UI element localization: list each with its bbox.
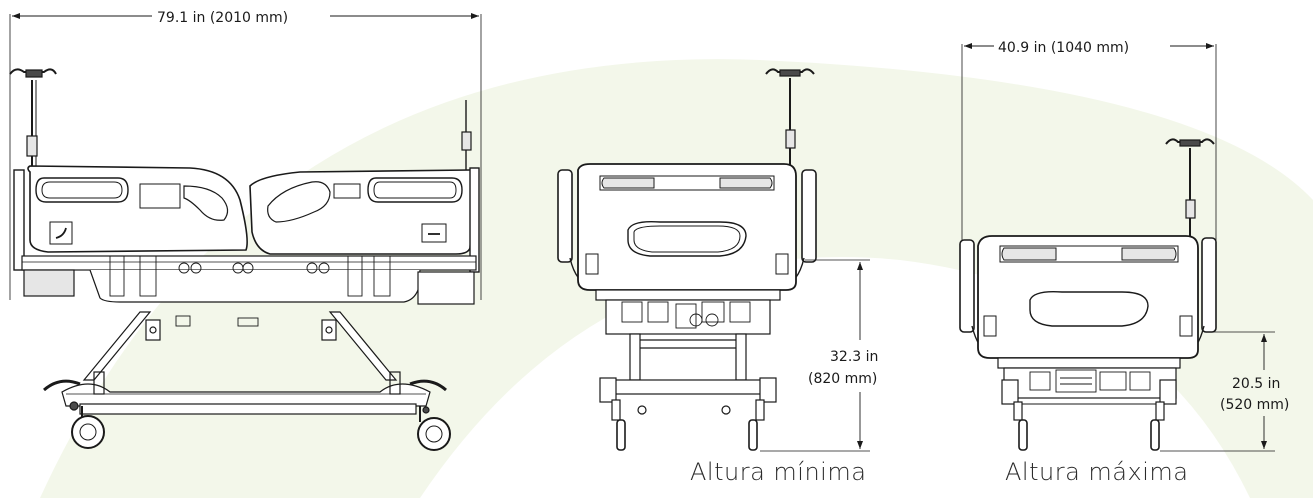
- min-height-mm-label: (820 mm): [808, 371, 877, 387]
- max-height-in-label: 20.5 in: [1232, 376, 1280, 392]
- end-view-max-height: [959, 43, 1275, 452]
- max-height-mm-label: (520 mm): [1220, 397, 1289, 413]
- width-dimension-label: 40.9 in (1040 mm): [998, 40, 1129, 56]
- length-dimension-label: 79.1 in (2010 mm): [157, 10, 288, 26]
- end-view-min-height: [557, 68, 870, 452]
- side-view-bed: [9, 13, 482, 451]
- min-height-caption: Altura mínima: [690, 458, 867, 486]
- min-height-in-label: 32.3 in: [830, 349, 878, 365]
- max-height-caption: Altura máxima: [1005, 458, 1189, 486]
